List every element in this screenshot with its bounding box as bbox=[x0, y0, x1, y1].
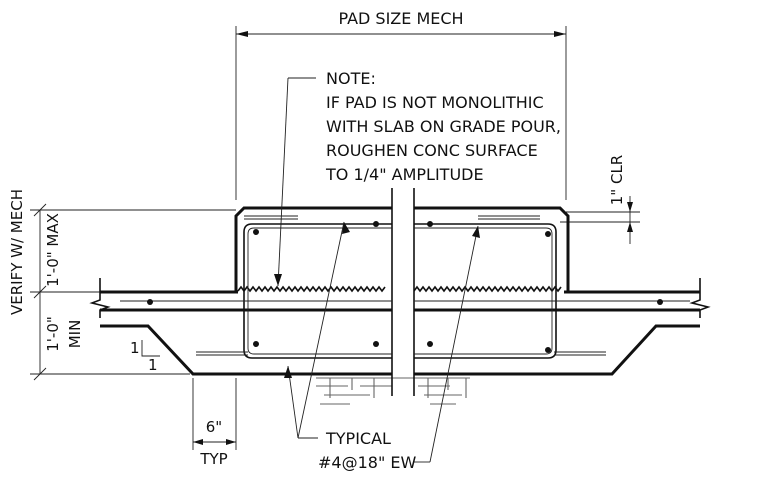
pad-size-dimension bbox=[235, 26, 567, 200]
note-leader bbox=[274, 77, 316, 287]
verify-label: VERIFY W/ MECH bbox=[8, 189, 26, 315]
edge-typ-label: TYP bbox=[199, 450, 227, 468]
note-block: NOTE: IF PAD IS NOT MONOLITHIC WITH SLAB… bbox=[325, 69, 561, 184]
typical-label: TYPICAL bbox=[325, 429, 391, 448]
edge-dimension-label: 6" bbox=[206, 418, 222, 436]
pad-size-label: PAD SIZE MECH bbox=[338, 9, 463, 28]
center-break bbox=[391, 188, 415, 396]
pad-rebar-stirrup bbox=[120, 215, 690, 359]
pad-height-label: 1'-0" MAX bbox=[44, 213, 62, 287]
slope-rise-label: 1 bbox=[130, 339, 140, 357]
soil-hatch bbox=[316, 377, 470, 405]
slope-symbol bbox=[141, 340, 160, 357]
rebar-spec-label: #4@18" EW bbox=[318, 453, 417, 472]
thickening-min-label: MIN bbox=[66, 320, 84, 349]
rebar-dots bbox=[147, 221, 663, 353]
thickening-height-label: 1'-0" bbox=[44, 316, 62, 352]
note-line-0: NOTE: bbox=[326, 69, 376, 88]
slab-on-grade bbox=[89, 278, 711, 376]
clear-cover-label: 1" CLR bbox=[608, 155, 626, 205]
left-vertical-dimensions bbox=[30, 203, 236, 381]
note-line-4: TO 1/4" AMPLITUDE bbox=[325, 165, 484, 184]
slope-run-label: 1 bbox=[148, 356, 158, 374]
note-line-1: IF PAD IS NOT MONOLITHIC bbox=[326, 93, 544, 112]
note-line-3: ROUGHEN CONC SURFACE bbox=[326, 141, 538, 160]
clear-cover-dimension bbox=[560, 196, 640, 244]
typical-leaders bbox=[284, 221, 480, 463]
edge-dimension bbox=[192, 378, 237, 450]
note-line-2: WITH SLAB ON GRADE POUR, bbox=[326, 117, 561, 136]
equipment-pad bbox=[234, 206, 570, 293]
